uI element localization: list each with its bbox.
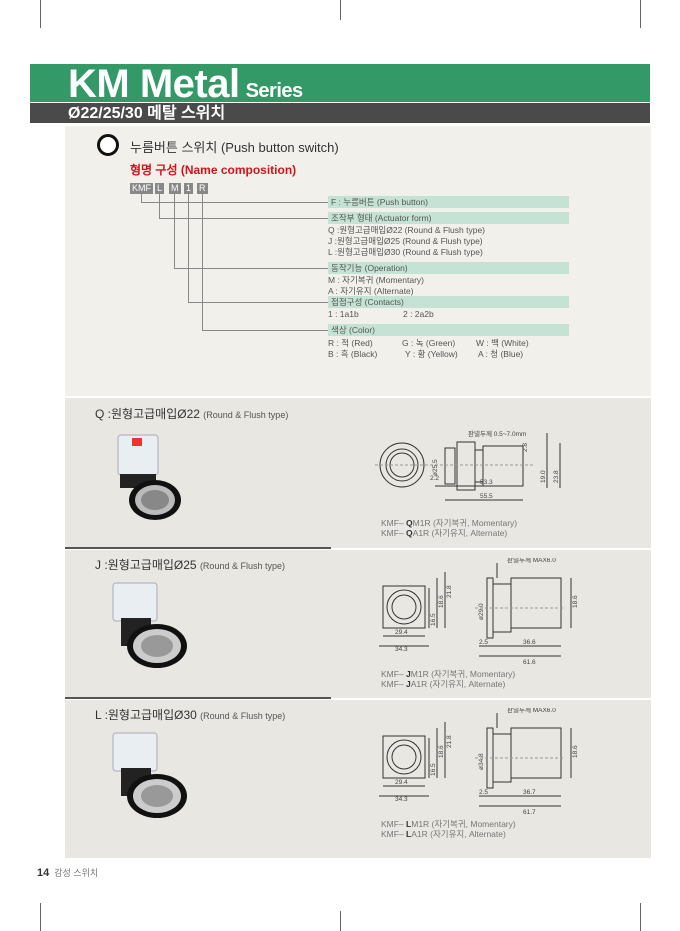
crop-mark — [40, 903, 41, 931]
header-band — [30, 64, 650, 102]
intro-heading: 누름버튼 스위치 (Push button switch) — [130, 140, 339, 155]
svg-text:21.8: 21.8 — [446, 585, 453, 598]
band-contacts: 접점구성 (Contacts) — [328, 296, 569, 308]
svg-text:판넬두께 MAX6.0: 판넬두께 MAX6.0 — [507, 708, 556, 714]
svg-text:2.5: 2.5 — [479, 639, 488, 646]
section-j — [65, 550, 651, 698]
svg-text:55.5: 55.5 — [480, 493, 493, 500]
svg-text:29.4: 29.4 — [395, 629, 408, 636]
svg-text:34.3: 34.3 — [395, 646, 408, 653]
svg-text:18.6: 18.6 — [438, 595, 445, 608]
color-option: B : 흑 (Black) — [328, 349, 378, 359]
section-title: J :원형고급매입Ø25 (Round & Flush type) — [95, 558, 285, 572]
name-composition-title: 형명 구성 (Name composition) — [130, 163, 297, 177]
band-push-button: F : 누름버튼 (Push button) — [328, 196, 569, 208]
svg-text:판넬두께 MAX6.0: 판넬두께 MAX6.0 — [507, 558, 556, 564]
model-code: KMF– QM1R (자기복귀, Momentary) — [381, 518, 518, 528]
crop-mark — [40, 0, 41, 28]
color-option: Y : 황 (Yellow) — [405, 349, 458, 359]
svg-text:2.2: 2.2 — [430, 475, 439, 482]
svg-text:53.3: 53.3 — [480, 479, 493, 486]
crop-mark — [340, 0, 341, 20]
color-option: A : 청 (Blue) — [478, 349, 524, 359]
contacts-option: 1 : 1a1b — [328, 309, 359, 319]
svg-text:18.6: 18.6 — [572, 745, 579, 758]
operation-option: A : 자기유지 (Alternate) — [328, 286, 414, 296]
section-q — [65, 398, 651, 548]
dimension-drawing-l: 29.4 34.3 16.5 18.6 21.8 판넬두께 MAX6.0 2.5… — [379, 708, 579, 816]
svg-text:34.3: 34.3 — [395, 796, 408, 803]
svg-text:36.7: 36.7 — [523, 789, 536, 796]
actuator-option: J :원형고급매입Ø25 (Round & Flush type) — [328, 236, 483, 246]
actuator-option: L :원형고급매입Ø30 (Round & Flush type) — [328, 247, 483, 257]
subtitle-band — [30, 103, 650, 123]
code-contacts: 1 — [184, 183, 194, 194]
product-photo-j — [112, 582, 187, 668]
operation-option: M : 자기복귀 (Momentary) — [328, 275, 424, 285]
model-code: KMF– QA1R (자기유지, Alternate) — [381, 528, 508, 538]
section-title: Q :원형고급매입Ø22 (Round & Flush type) — [95, 407, 289, 421]
product-photo-l — [112, 732, 187, 818]
color-option: R : 적 (Red) — [328, 338, 373, 348]
model-code: KMF– LA1R (자기유지, Alternate) — [381, 829, 506, 839]
band-operation: 동작기능 (Operation) — [328, 262, 569, 274]
svg-text:16.5: 16.5 — [430, 613, 437, 626]
intro-section — [65, 126, 651, 396]
svg-text:ø29.0: ø29.0 — [478, 603, 485, 620]
svg-text:61.6: 61.6 — [523, 659, 536, 666]
crop-mark — [640, 0, 641, 28]
divider — [65, 547, 331, 549]
band-color: 색상 (Color) — [328, 324, 569, 336]
svg-text:2.8: 2.8 — [522, 443, 529, 452]
svg-text:61.7: 61.7 — [523, 809, 536, 816]
svg-text:ø25.5: ø25.5 — [432, 459, 439, 476]
divider — [65, 697, 331, 699]
color-option: W : 백 (White) — [476, 338, 529, 348]
push-button-icon — [97, 134, 119, 156]
contacts-option: 2 : 2a2b — [403, 309, 434, 319]
svg-text:18.6: 18.6 — [438, 745, 445, 758]
svg-text:ø34.8: ø34.8 — [478, 753, 485, 770]
product-photo-q — [117, 434, 181, 520]
crop-mark — [340, 911, 341, 931]
model-code: KMF– JM1R (자기복귀, Momentary) — [381, 669, 516, 679]
code-color: R — [197, 183, 208, 194]
svg-text:23.8: 23.8 — [553, 470, 560, 483]
svg-text:16.5: 16.5 — [430, 763, 437, 776]
svg-text:36.6: 36.6 — [523, 639, 536, 646]
crop-mark — [640, 903, 641, 931]
dimension-drawing-q: 판넬두께 0.5~7.0mm 2.2 53.3 55.5 ø25.5 2.8 1… — [375, 429, 561, 501]
model-code: KMF– LM1R (자기복귀, Momentary) — [381, 819, 516, 829]
svg-text:21.8: 21.8 — [446, 735, 453, 748]
svg-text:판넬두께 0.5~7.0mm: 판넬두께 0.5~7.0mm — [468, 429, 526, 438]
page-subtitle: Ø22/25/30 메탈 스위치 — [68, 105, 226, 122]
svg-text:2.5: 2.5 — [479, 789, 488, 796]
svg-text:19.0: 19.0 — [540, 470, 547, 483]
svg-text:18.6: 18.6 — [572, 595, 579, 608]
model-code: KMF– JA1R (자기유지, Alternate) — [381, 679, 506, 689]
code-actuator: L — [155, 183, 165, 194]
code-operation: M — [169, 183, 181, 194]
dimension-drawing-j: 29.4 34.3 16.5 18.6 21.8 판넬두께 MAX6.0 2.5… — [379, 558, 579, 666]
svg-text:29.4: 29.4 — [395, 779, 408, 786]
actuator-option: Q :원형고급매입Ø22 (Round & Flush type) — [328, 225, 485, 235]
color-option: G : 녹 (Green) — [402, 338, 456, 348]
band-actuator-form: 조작부 형태 (Actuator form) — [328, 212, 569, 224]
code-kmf: KMF — [130, 183, 153, 194]
section-title: L :원형고급매입Ø30 (Round & Flush type) — [95, 708, 286, 722]
